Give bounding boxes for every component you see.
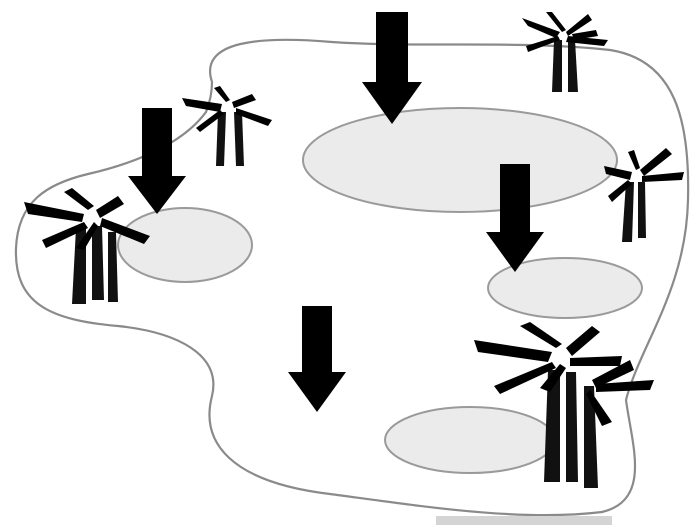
down-arrow-icon [288, 306, 346, 412]
palm-tree-icon [24, 188, 150, 304]
island-outline [14, 38, 690, 517]
bottom-bar [436, 516, 612, 525]
pool-right [487, 257, 643, 319]
pool-left [117, 207, 253, 283]
pool-bottom [384, 406, 556, 474]
palm-tree-icon [182, 86, 272, 166]
palm-tree-icon [522, 12, 608, 92]
palm-tree-icon [604, 148, 684, 242]
down-arrow-icon [486, 164, 544, 272]
down-arrow-icon [362, 12, 422, 124]
down-arrow-icon [128, 108, 186, 214]
palm-tree-icon [474, 322, 654, 488]
pool-top-center [302, 107, 618, 213]
